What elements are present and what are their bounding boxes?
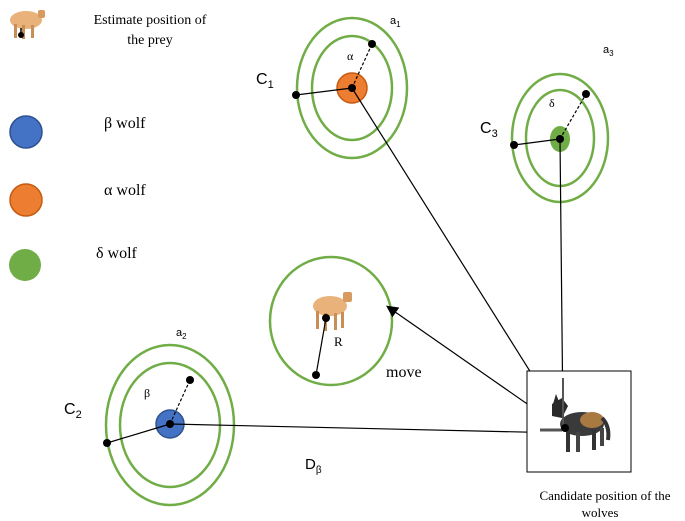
beta-c-line — [106, 423, 171, 444]
prey-r-line — [315, 317, 327, 376]
distance-label: Dβ — [305, 456, 322, 476]
delta-a-dot — [582, 90, 590, 98]
prey-icon — [313, 292, 352, 331]
prey-ring — [268, 255, 394, 387]
move-label: move — [386, 364, 422, 381]
alpha-a-line — [351, 43, 373, 89]
legend-beta-label: β wolf — [104, 115, 146, 132]
alpha-c-dot — [292, 91, 300, 99]
legend-delta-swatch — [9, 249, 41, 281]
alpha-inner-ring — [310, 34, 394, 142]
delta-a-line — [559, 93, 587, 140]
wolf-icon — [540, 378, 611, 452]
prey-r-label: R — [334, 334, 343, 349]
legend-prey-label-line1: Estimate position of — [94, 13, 207, 28]
beta-c-label: C2 — [64, 401, 82, 421]
legend-delta-label: δ wolf — [96, 245, 138, 262]
delta-c-label: C3 — [480, 120, 498, 140]
beta-a-label: a2 — [176, 327, 187, 341]
beta-a-dot — [186, 376, 194, 384]
beta-greek-label: β — [144, 386, 150, 400]
candidate-box — [526, 370, 632, 473]
alpha-c-label: C1 — [256, 71, 274, 91]
legend-beta-swatch — [9, 115, 43, 149]
delta-wolf-group: δ C3 a3 — [480, 44, 614, 204]
prey-group: R — [268, 255, 394, 387]
alpha-c-line — [295, 87, 353, 96]
alpha-greek-label: α — [347, 49, 354, 63]
candidate-label-line1: Candidate position of the — [539, 488, 670, 503]
legend-alpha-label: α wolf — [104, 182, 146, 199]
alpha-a-label: a1 — [390, 15, 401, 29]
beta-wolf-group: β C2 a2 — [64, 327, 236, 507]
delta-a-label: a3 — [603, 44, 614, 58]
beta-to-candidate-line — [169, 423, 566, 434]
beta-c-dot — [103, 439, 111, 447]
delta-c-line — [513, 138, 561, 146]
delta-outer-ring — [510, 72, 610, 204]
alpha-wolf-group: α C1 a1 — [256, 15, 409, 160]
connector-lines — [169, 87, 566, 434]
beta-a-line — [169, 379, 191, 425]
delta-greek-label: δ — [549, 96, 555, 110]
legend: Estimate position of the prey β wolf α w… — [9, 10, 207, 281]
alpha-a-dot — [368, 40, 376, 48]
candidate-label-line2: wolves — [582, 505, 619, 520]
legend-alpha-swatch — [9, 183, 43, 217]
legend-prey-label-line2: the prey — [127, 33, 172, 48]
prey-r-dot — [312, 371, 320, 379]
legend-prey-icon — [10, 10, 45, 39]
delta-c-dot — [510, 141, 518, 149]
alpha-outer-ring — [295, 16, 409, 160]
candidate-dot — [561, 424, 569, 432]
